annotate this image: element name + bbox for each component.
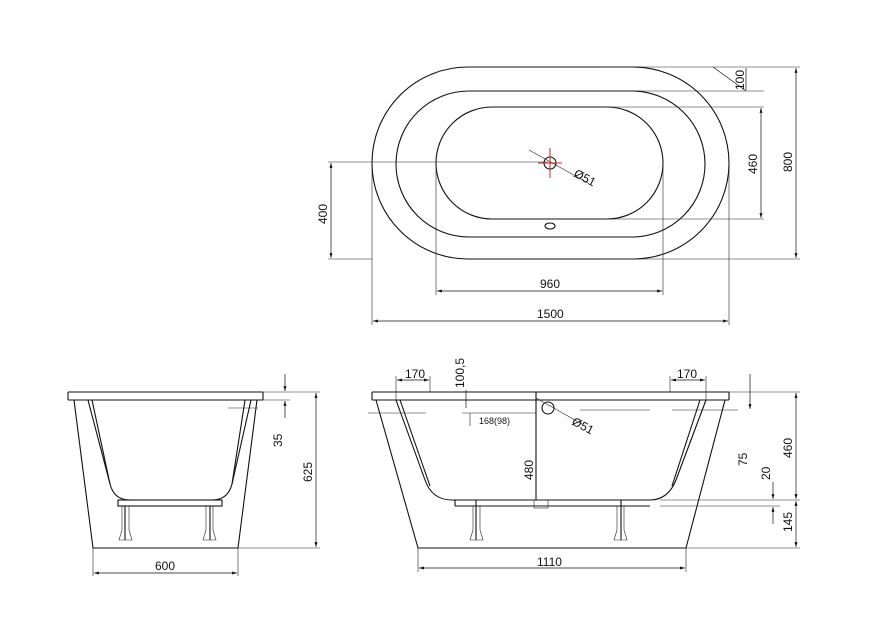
side-dim-100-5: 100,5 xyxy=(453,358,467,388)
plan-dim-400: 400 xyxy=(316,204,330,224)
side-dim-460: 460 xyxy=(781,438,795,458)
plan-dim-100: 100 xyxy=(733,70,747,90)
end-dim-600: 600 xyxy=(155,559,175,573)
side-drain-circle xyxy=(541,401,555,415)
end-view: 600 625 35 xyxy=(67,374,320,576)
plan-middle-rim xyxy=(395,90,706,238)
end-feet xyxy=(118,506,217,541)
side-dim-20: 20 xyxy=(759,466,773,480)
side-dim-480: 480 xyxy=(522,460,536,480)
end-inner-basin xyxy=(87,399,252,501)
end-dim-625: 625 xyxy=(301,462,315,482)
overflow-hole xyxy=(544,222,556,230)
plan-dim-960: 960 xyxy=(540,277,560,291)
plan-dim-drain: Ø51 xyxy=(572,166,599,189)
plan-dim-1500: 1500 xyxy=(537,307,564,321)
side-dim-drain: Ø51 xyxy=(570,414,597,437)
plan-dim-460: 460 xyxy=(746,154,760,174)
side-dim-75: 75 xyxy=(736,452,750,466)
side-dim-170-left: 170 xyxy=(405,367,425,381)
side-feet xyxy=(469,500,628,541)
side-dim-1110: 1110 xyxy=(537,555,562,569)
end-outer-shell xyxy=(73,399,258,549)
side-dim-168-98: 168(98) xyxy=(479,416,510,426)
side-inner-basin xyxy=(395,399,707,501)
side-outer-shell xyxy=(375,399,726,549)
side-dim-145: 145 xyxy=(781,512,795,532)
plan-view: Ø51 400 960 1500 460 100 800 xyxy=(316,66,800,325)
plan-dim-800: 800 xyxy=(781,152,795,172)
side-dim-170-right: 170 xyxy=(677,367,697,381)
plan-drain xyxy=(528,148,589,184)
side-view: Ø51 170 170 100,5 168(98) 480 75 20 xyxy=(368,358,800,572)
end-dim-35: 35 xyxy=(271,433,285,447)
